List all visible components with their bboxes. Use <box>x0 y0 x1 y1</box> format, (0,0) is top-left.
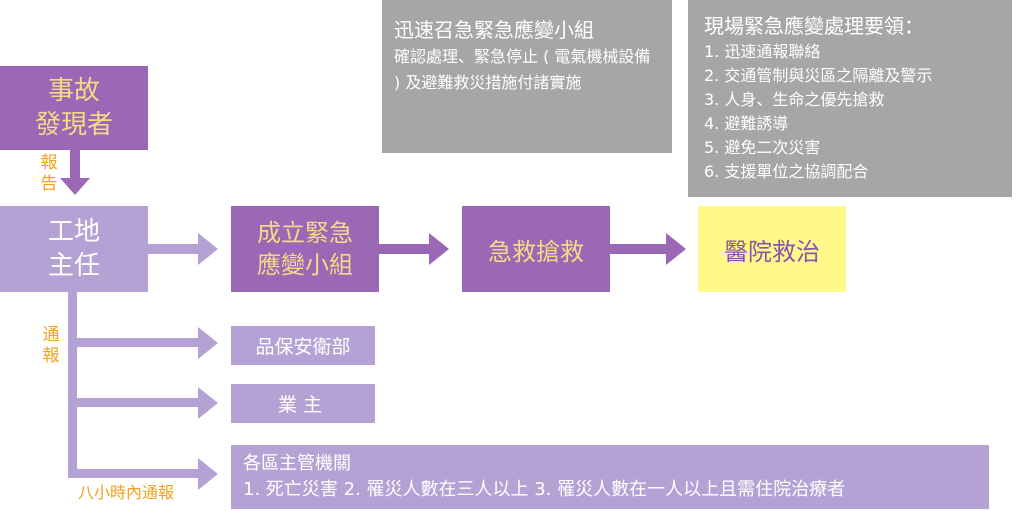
guideline-item: 4. 避難誘導 <box>704 114 789 133</box>
label-notify: 通 報 <box>40 325 62 367</box>
guideline-item: 6. 支援單位之協調配合 <box>704 162 869 181</box>
node-site-director: 工地 主任 <box>0 206 148 292</box>
node-emergency-response-team-line2: 應變小組 <box>257 251 353 279</box>
node-district-authority: 各區主管機關 1. 死亡災害 2. 罹災人數在三人以上 3. 罹災人數在一人以上… <box>231 445 989 509</box>
node-district-authority-title: 各區主管機關 <box>243 453 351 474</box>
node-hospital-treatment-label: 醫院救治 <box>724 237 820 266</box>
node-district-authority-detail: 1. 死亡災害 2. 罹災人數在三人以上 3. 罹災人數在一人以上且需住院治療者 <box>243 479 846 500</box>
node-emergency-response-team-line1: 成立緊急 <box>257 219 353 247</box>
label-report-char2: 告 <box>40 174 58 194</box>
note-emergency-team: 迅速召急緊急應變小組 確認處理、緊急停止 ( 電氣機械設備 ) 及避難救災措施付… <box>382 0 672 153</box>
node-site-director-line1: 工地 <box>47 217 100 247</box>
notify-trunk-line <box>68 292 77 478</box>
node-accident-discoverer: 事故 發現者 <box>0 66 148 150</box>
label-notify-char1: 通 <box>42 325 60 345</box>
node-owner: 業主 <box>231 384 375 423</box>
arrow-team-to-rescue <box>379 233 449 265</box>
note-onsite-guidelines-title: 現場緊急應變處理要領： <box>704 14 924 38</box>
guideline-item: 3. 人身、生命之優先搶救 <box>704 90 885 109</box>
node-hospital-treatment: 醫院救治 <box>698 206 846 292</box>
node-accident-discoverer-line1: 事故 <box>47 76 100 106</box>
arrow-to-qa-safety <box>72 327 218 359</box>
arrow-down-report <box>60 150 90 195</box>
label-report: 報 告 <box>38 153 60 195</box>
guideline-item: 5. 避免二次災害 <box>704 138 821 157</box>
node-emergency-response-team: 成立緊急 應變小組 <box>231 206 379 292</box>
arrow-to-authority <box>72 458 218 490</box>
note-onsite-guidelines: 現場緊急應變處理要領： 1. 迅速通報聯絡 2. 交通管制與災區之隔離及警示 3… <box>688 0 1012 197</box>
guideline-item: 2. 交通管制與災區之隔離及警示 <box>704 66 933 85</box>
node-first-aid-rescue-label: 急救搶救 <box>488 237 584 266</box>
node-first-aid-rescue: 急救搶救 <box>462 206 610 292</box>
node-site-director-line2: 主任 <box>47 251 100 281</box>
note-emergency-team-title: 迅速召急緊急應變小組 <box>394 18 594 42</box>
node-qa-safety-dept: 品保安衛部 <box>231 326 375 365</box>
arrow-rescue-to-hospital <box>610 233 686 265</box>
note-emergency-team-body: 確認處理、緊急停止 ( 電氣機械設備 ) 及避難救災措施付諸實施 <box>394 47 651 92</box>
node-qa-safety-dept-label: 品保安衛部 <box>255 336 351 358</box>
label-eight-hour-notify: 八小時內通報 <box>78 483 175 502</box>
label-notify-char2: 報 <box>42 346 60 366</box>
guideline-item: 1. 迅速通報聯絡 <box>704 42 821 61</box>
node-owner-label: 業主 <box>277 394 328 416</box>
arrow-to-owner <box>72 387 218 419</box>
arrow-director-to-team <box>148 233 218 265</box>
node-accident-discoverer-line2: 發現者 <box>34 110 113 140</box>
label-report-char1: 報 <box>40 153 58 173</box>
